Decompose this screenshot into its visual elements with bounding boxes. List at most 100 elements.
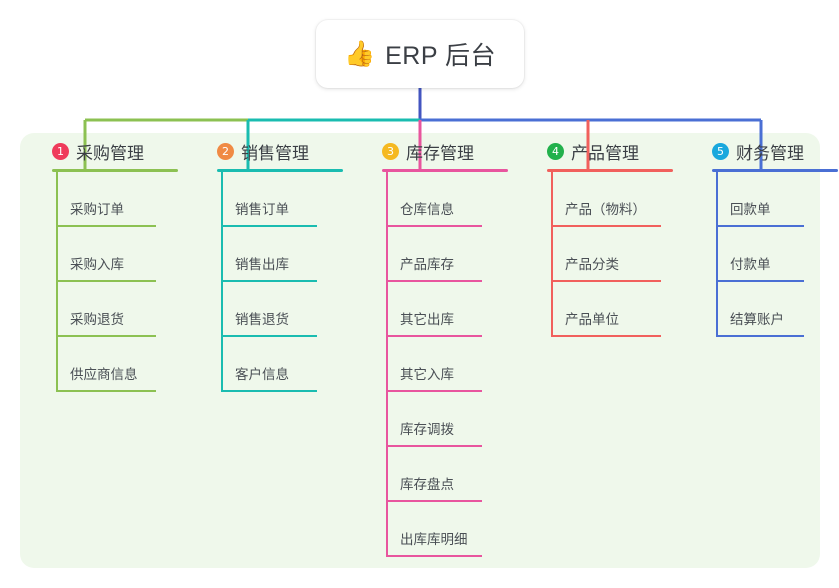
leaf-spine — [551, 172, 553, 227]
leaf-underline — [716, 335, 804, 337]
branch-children: 仓库信息产品库存其它出库其它入库库存调拨库存盘点出库库明细 — [366, 172, 508, 557]
branch-number-badge: 3 — [382, 142, 399, 160]
leaf-underline — [386, 335, 482, 337]
leaf-node[interactable]: 付款单 — [696, 227, 838, 282]
leaf-label: 库存调拨 — [400, 422, 454, 437]
branch-underline — [52, 169, 178, 172]
branch-underline — [547, 169, 673, 172]
leaf-underline — [386, 500, 482, 502]
leaf-node[interactable]: 出库库明细 — [366, 502, 508, 557]
leaf-node[interactable]: 产品分类 — [531, 227, 673, 282]
leaf-underline — [221, 335, 317, 337]
leaf-label: 产品（物料） — [565, 202, 646, 217]
leaf-node[interactable]: 产品单位 — [531, 282, 673, 337]
leaf-node[interactable]: 供应商信息 — [36, 337, 178, 392]
leaf-spine — [56, 282, 58, 337]
branch-underline — [712, 169, 838, 172]
leaf-label: 库存盘点 — [400, 477, 454, 492]
branch-number-badge: 4 — [547, 142, 564, 160]
leaf-label: 客户信息 — [235, 367, 289, 382]
branch-title: 财务管理 — [736, 143, 804, 163]
branch-title: 产品管理 — [571, 143, 639, 163]
branch-number-badge: 2 — [217, 142, 234, 160]
leaf-label: 结算账户 — [730, 312, 784, 327]
leaf-node[interactable]: 回款单 — [696, 172, 838, 227]
leaf-spine — [221, 337, 223, 392]
leaf-spine — [386, 172, 388, 227]
leaf-node[interactable]: 库存调拨 — [366, 392, 508, 447]
leaf-underline — [551, 335, 661, 337]
branch-5: 5 财务管理回款单付款单结算账户 — [696, 133, 838, 337]
branch-children: 销售订单销售出库销售退货客户信息 — [201, 172, 343, 392]
leaf-node[interactable]: 仓库信息 — [366, 172, 508, 227]
leaf-spine — [551, 282, 553, 337]
leaf-label: 出库库明细 — [400, 532, 468, 547]
branch-3: 3 库存管理仓库信息产品库存其它出库其它入库库存调拨库存盘点出库库明细 — [366, 133, 508, 557]
branches-panel — [20, 133, 820, 568]
leaf-spine — [56, 172, 58, 227]
leaf-underline — [56, 280, 156, 282]
leaf-label: 产品分类 — [565, 257, 619, 272]
branch-4: 4 产品管理产品（物料） 产品分类产品单位 — [531, 133, 673, 337]
leaf-label: 采购订单 — [70, 202, 124, 217]
leaf-underline — [386, 390, 482, 392]
leaf-spine — [221, 282, 223, 337]
leaf-node[interactable]: 采购退货 — [36, 282, 178, 337]
leaf-underline — [716, 225, 804, 227]
leaf-node[interactable]: 其它出库 — [366, 282, 508, 337]
leaf-underline — [56, 225, 156, 227]
leaf-underline — [221, 280, 317, 282]
branch-header-5[interactable]: 5 财务管理 — [696, 133, 838, 169]
leaf-spine — [386, 502, 388, 557]
leaf-label: 销售退货 — [235, 312, 289, 327]
branch-children: 产品（物料） 产品分类产品单位 — [531, 172, 673, 337]
branch-title: 库存管理 — [406, 143, 474, 163]
leaf-node[interactable]: 产品（物料） — [531, 172, 673, 227]
branch-header-4[interactable]: 4 产品管理 — [531, 133, 673, 169]
leaf-underline — [56, 335, 156, 337]
leaf-underline — [716, 280, 804, 282]
leaf-underline — [551, 280, 661, 282]
branch-header-2[interactable]: 2 销售管理 — [201, 133, 343, 169]
leaf-node[interactable]: 客户信息 — [201, 337, 343, 392]
leaf-node[interactable]: 其它入库 — [366, 337, 508, 392]
branch-header-3[interactable]: 3 库存管理 — [366, 133, 508, 169]
leaf-label: 仓库信息 — [400, 202, 454, 217]
leaf-label: 产品库存 — [400, 257, 454, 272]
leaf-label: 供应商信息 — [70, 367, 138, 382]
branch-underline — [217, 169, 343, 172]
leaf-underline — [551, 225, 661, 227]
leaf-spine — [551, 227, 553, 282]
leaf-node[interactable]: 采购订单 — [36, 172, 178, 227]
leaf-node[interactable]: 销售退货 — [201, 282, 343, 337]
leaf-node[interactable]: 产品库存 — [366, 227, 508, 282]
leaf-underline — [56, 390, 156, 392]
branch-number-badge: 1 — [52, 142, 69, 160]
branch-number-badge: 5 — [712, 142, 729, 160]
leaf-spine — [221, 172, 223, 227]
leaf-label: 其它入库 — [400, 367, 454, 382]
leaf-label: 销售出库 — [235, 257, 289, 272]
thumbs-up-icon: 👍 — [343, 39, 376, 68]
leaf-node[interactable]: 库存盘点 — [366, 447, 508, 502]
leaf-spine — [716, 227, 718, 282]
branch-title: 销售管理 — [241, 143, 309, 163]
leaf-label: 回款单 — [730, 202, 771, 217]
leaf-label: 付款单 — [730, 257, 771, 272]
leaf-underline — [386, 445, 482, 447]
leaf-spine — [386, 282, 388, 337]
leaf-underline — [386, 555, 482, 557]
leaf-node[interactable]: 销售出库 — [201, 227, 343, 282]
leaf-underline — [386, 225, 482, 227]
leaf-node[interactable]: 结算账户 — [696, 282, 838, 337]
leaf-node[interactable]: 销售订单 — [201, 172, 343, 227]
leaf-spine — [386, 447, 388, 502]
leaf-spine — [386, 392, 388, 447]
leaf-node[interactable]: 采购入库 — [36, 227, 178, 282]
root-node[interactable]: 👍 ERP 后台 — [316, 20, 524, 88]
leaf-underline — [221, 225, 317, 227]
